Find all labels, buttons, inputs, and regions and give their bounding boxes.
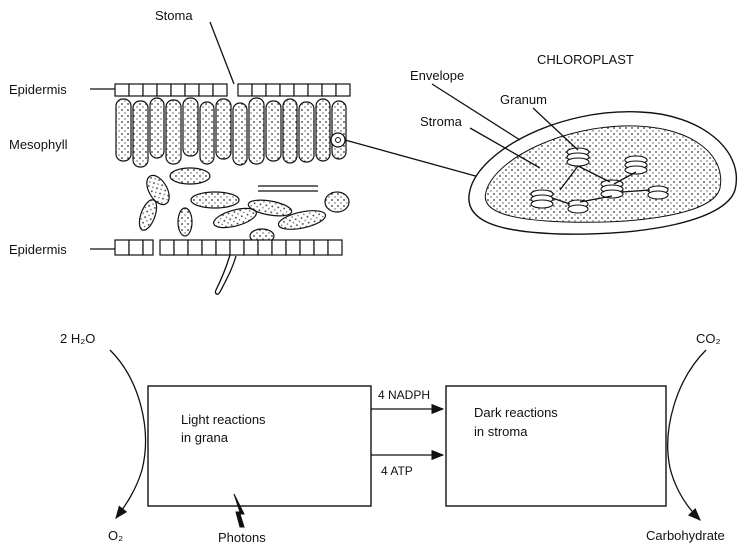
upper-epidermis (115, 84, 350, 96)
leaf-label-mesophyll: Mesophyll (9, 137, 68, 152)
leaf-hair (215, 255, 236, 294)
dark-reactions-line2: in stroma (474, 424, 528, 439)
carbohydrate-label: Carbohydrate (646, 528, 725, 543)
chloroplast-title: CHLOROPLAST (537, 52, 634, 67)
nadph-label: 4 NADPH (378, 388, 430, 402)
magnified-chloroplast-marker (331, 133, 345, 147)
oxygen-label: O₂ (108, 528, 123, 543)
chloroplast-label-envelope: Envelope (410, 68, 464, 83)
chloroplast-label-stroma: Stroma (420, 114, 463, 129)
chloroplast-drawing (432, 84, 736, 234)
lower-epidermis (115, 240, 342, 255)
leaf-cross-section (90, 22, 490, 294)
light-reactions-box (148, 386, 371, 506)
spongy-mesophyll (136, 168, 349, 243)
dark-reactions-box (446, 386, 666, 506)
water-to-oxygen-arrow (110, 350, 145, 518)
photons-label: Photons (218, 530, 266, 545)
dark-reactions-line1: Dark reactions (474, 405, 558, 420)
leaf-label-epidermis-bottom: Epidermis (9, 242, 67, 257)
leaf-label-epidermis-top: Epidermis (9, 82, 67, 97)
chloroplast-label-granum: Granum (500, 92, 547, 107)
water-label: 2 H₂O (60, 331, 95, 346)
atp-label: 4 ATP (381, 464, 413, 478)
leaf-label-stoma: Stoma (155, 8, 193, 23)
palisade-mesophyll (116, 98, 346, 167)
co2-label: CO₂ (696, 331, 721, 346)
light-reactions-line1: Light reactions (181, 412, 266, 427)
co2-to-carbohydrate-arrow (668, 350, 706, 520)
light-reactions-line2: in grana (181, 430, 229, 445)
